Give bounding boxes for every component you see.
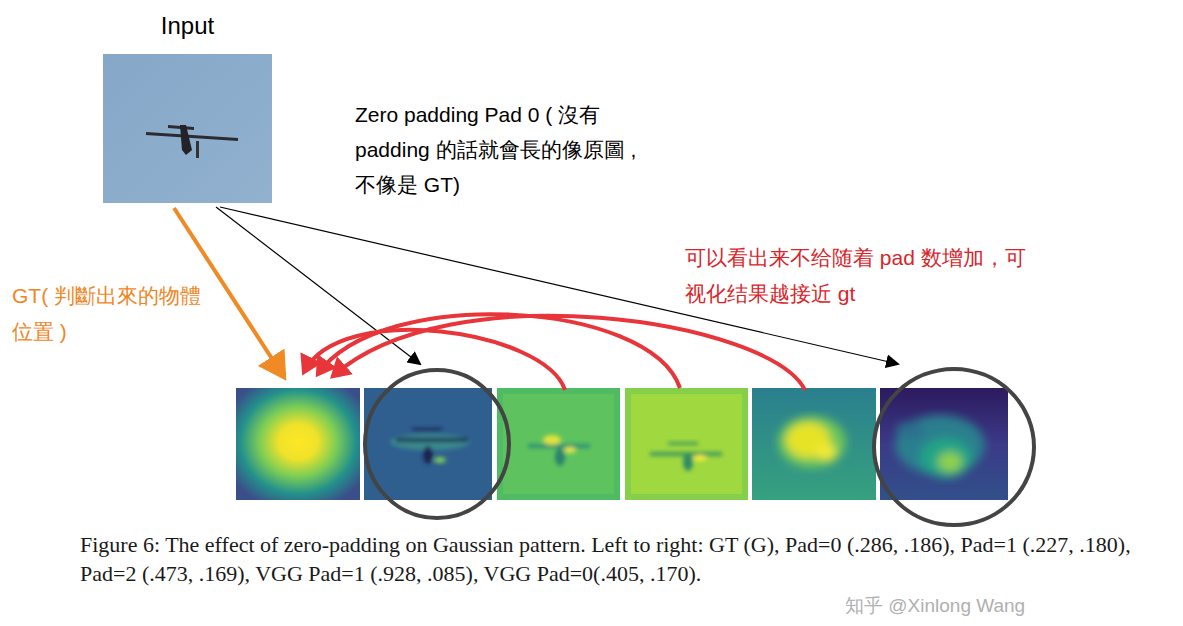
pad1-spot2 bbox=[564, 447, 576, 453]
highlight-circle bbox=[365, 370, 509, 518]
figure-caption: Figure 6: The effect of zero-padding on … bbox=[80, 530, 1170, 588]
pad1-plane bbox=[528, 435, 590, 466]
vgg-pad1-blob bbox=[778, 416, 846, 468]
pad1-heatmap bbox=[497, 388, 620, 500]
pad2-heatmap bbox=[625, 388, 748, 500]
compare-arrow bbox=[333, 316, 805, 390]
note-text: Zero padding Pad 0 ( 沒有 padding 的話就會長的像原… bbox=[355, 97, 645, 202]
pad2-body bbox=[683, 453, 693, 471]
highlight-circle bbox=[874, 369, 1034, 525]
blob-mid bbox=[920, 438, 972, 478]
vgg-pad0-heatmap bbox=[880, 388, 1008, 500]
blob-side bbox=[896, 422, 924, 438]
pad2-plane bbox=[650, 442, 722, 471]
pad0-wing bbox=[396, 438, 468, 442]
gt-heatmap bbox=[236, 388, 360, 500]
pad1-inner bbox=[503, 394, 614, 494]
plane-wing bbox=[146, 132, 238, 141]
gt-note: GT( 判斷出來的物體位置 ) bbox=[12, 278, 212, 350]
compare-arrow bbox=[304, 330, 565, 390]
plane-gear bbox=[196, 141, 199, 158]
vgg-pad0-blob bbox=[895, 415, 985, 478]
pad1-spot bbox=[543, 435, 561, 445]
pad0-tail bbox=[412, 428, 442, 431]
pad2-inner bbox=[631, 394, 742, 494]
sky bbox=[103, 54, 272, 203]
pad1-wing bbox=[528, 444, 590, 448]
input-image: Input bbox=[103, 54, 272, 203]
blob-spot bbox=[816, 444, 836, 460]
image-heading: Input bbox=[83, 12, 292, 40]
watermark: 知乎 @Xinlong Wang bbox=[845, 594, 1145, 618]
pad0-plane bbox=[390, 428, 470, 464]
heatmap-row bbox=[236, 388, 1008, 500]
pad1-body bbox=[555, 448, 565, 466]
blob-outer bbox=[778, 416, 846, 468]
red-note: 可以看出来不给随着 pad 数增加，可视化结果越接近 gt bbox=[685, 240, 1030, 312]
plane-body bbox=[180, 125, 192, 155]
pad0-spot bbox=[434, 457, 446, 463]
pad0-body bbox=[423, 446, 433, 464]
pad2-spot bbox=[693, 455, 707, 461]
blob-core bbox=[938, 452, 962, 472]
input-photo bbox=[103, 54, 272, 203]
vgg-pad1-heatmap bbox=[752, 388, 876, 500]
pad0-heatmap bbox=[364, 388, 492, 500]
pad2-tail bbox=[668, 442, 698, 445]
